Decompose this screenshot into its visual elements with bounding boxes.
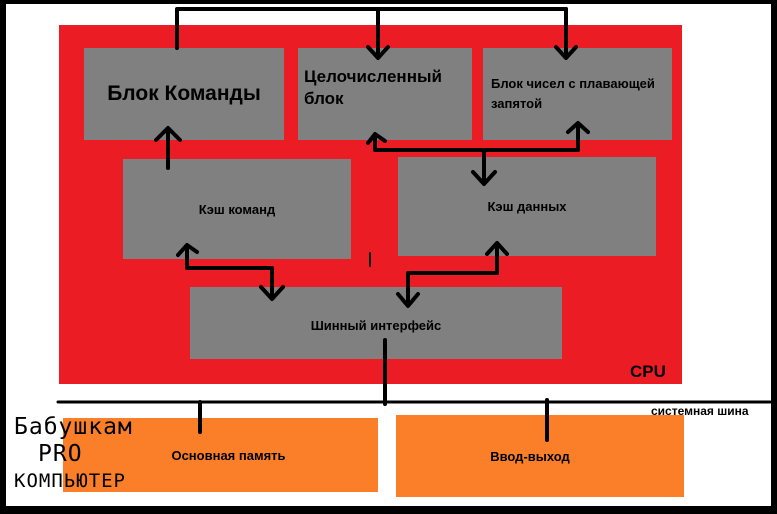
system-bus-label: системная шина <box>651 404 749 418</box>
main-memory-block: Основная память <box>63 418 378 492</box>
integer-unit-label: Целочисленный блок <box>304 67 442 108</box>
data-cache-block: Кэш данных <box>398 157 656 256</box>
dcache-bus-line <box>406 244 499 306</box>
instruction-cache-label: Кэш команд <box>198 201 276 217</box>
arrowhead-fpu-in <box>554 45 578 60</box>
io-label: Ввод-выход <box>490 448 570 464</box>
data-cache-label: Кэш данных <box>487 199 567 214</box>
bus-interface-label: Шинный интерфейс <box>310 317 442 333</box>
logo: Бабушкам PRO КОМПЬЮТЕР <box>14 414 164 495</box>
arrowhead-fpu-up <box>566 121 590 134</box>
arrowhead-bus-down-right <box>396 292 420 308</box>
logo-line-3: КОМПЬЮТЕР <box>14 470 126 492</box>
cpu-label: CPU <box>630 362 666 381</box>
arrowhead-integer-in <box>366 45 390 60</box>
arrowhead-instruction-up <box>154 126 182 142</box>
units-to-dcache-line <box>373 123 580 152</box>
bus-interface-block: Шинный интерфейс <box>190 287 562 359</box>
arrowhead-integer-up <box>366 132 387 145</box>
fpu-label: Блок чисел с плавающей запятой <box>491 76 655 111</box>
icache-bus-line <box>185 246 274 299</box>
arrowhead-bus-down-left <box>259 285 285 301</box>
logo-line-2: PRO <box>38 441 83 467</box>
main-memory-label: Основная память <box>171 447 286 463</box>
instruction-cache-block: Кэш команд <box>123 159 351 259</box>
integer-unit-block: Целочисленный блок <box>298 48 472 140</box>
arrowhead-dcache-up <box>485 241 509 256</box>
arrowhead-dcache-down <box>471 170 497 186</box>
arrowhead-icache-up <box>176 243 199 257</box>
instruction-unit-label: Блок Команды <box>107 82 261 105</box>
instruction-unit-block: Блок Команды <box>84 48 284 140</box>
io-block: Ввод-выход <box>396 415 684 497</box>
top-feed-line <box>175 7 568 50</box>
logo-line-1: Бабушкам <box>14 414 133 440</box>
